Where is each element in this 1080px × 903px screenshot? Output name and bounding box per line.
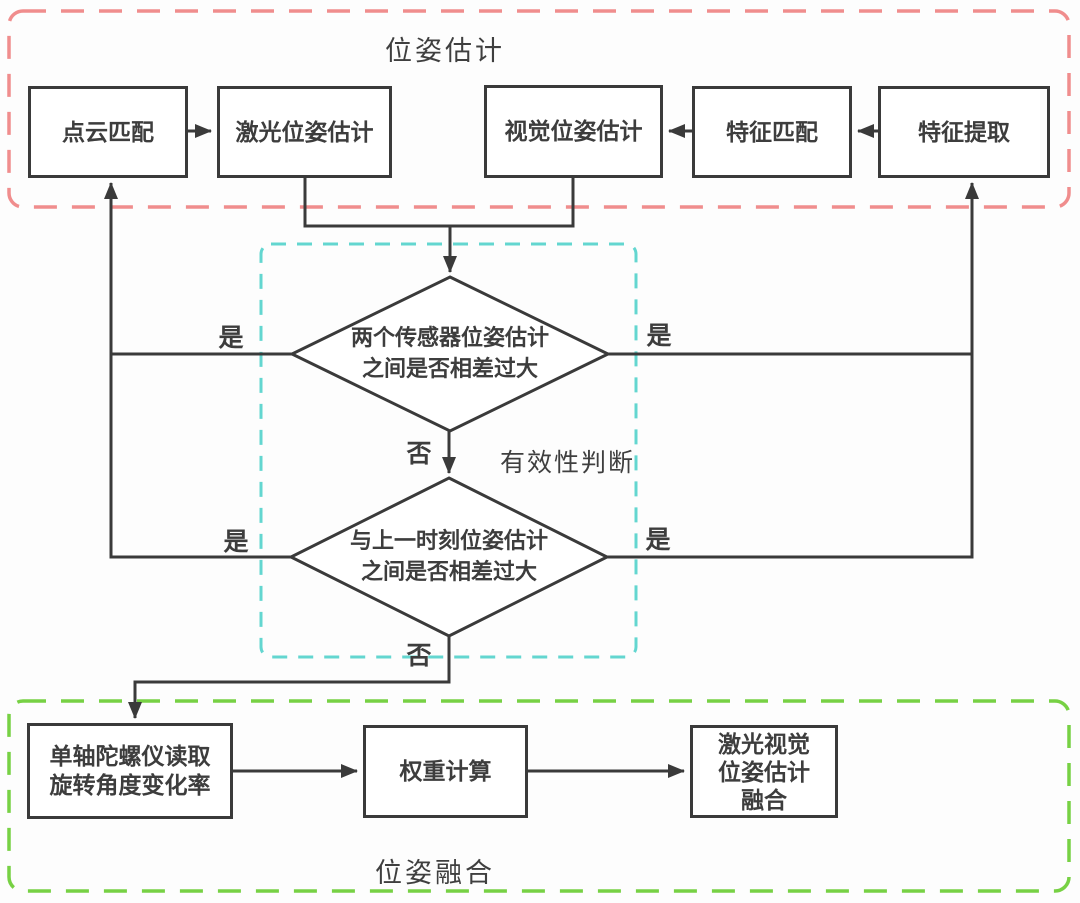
node-feature-extraction: 特征提取 — [878, 86, 1050, 178]
edge-decision2-no-to-gyro — [128, 636, 451, 719]
decision-sensor-diff-label: 两个传感器位姿估计 之间是否相差过大 — [350, 325, 549, 381]
section-title-pose-estimation: 位姿估计 — [385, 36, 505, 66]
edge-label-yes-decision1-right: 是 — [646, 322, 672, 350]
node-laser-pose-estimation: 激光位姿估计 — [217, 86, 392, 178]
edge-label-yes-decision2-left: 是 — [223, 528, 249, 556]
edge-label-yes-decision1-left: 是 — [218, 324, 244, 352]
node-point-cloud-matching: 点云匹配 — [28, 86, 188, 178]
section-pose-fusion-border — [7, 699, 1071, 893]
section-title-pose-fusion: 位姿融合 — [375, 858, 495, 888]
edge-label-no-decision1: 否 — [406, 440, 432, 468]
node-gyro-reading: 单轴陀螺仪读取 旋转角度变化率 — [27, 723, 233, 819]
edge-label-no-decision2: 否 — [406, 642, 432, 670]
edge-label-yes-decision2-right: 是 — [645, 526, 671, 554]
decision-sensor-diff-shape — [288, 275, 612, 433]
section-title-validity-check: 有效性判断 — [499, 450, 635, 477]
node-weight-calculation: 权重计算 — [363, 725, 528, 818]
node-laser-visual-fusion: 激光视觉 位姿估计 融合 — [690, 725, 838, 818]
node-visual-pose-estimation: 视觉位姿估计 — [484, 85, 663, 178]
decision-prev-time-label: 与上一时刻位姿估计 之间是否相差过大 — [349, 528, 548, 584]
section-pose-estimation-border — [7, 9, 1071, 209]
decision-prev-time-shape — [287, 476, 611, 638]
node-feature-matching: 特征匹配 — [692, 86, 852, 178]
